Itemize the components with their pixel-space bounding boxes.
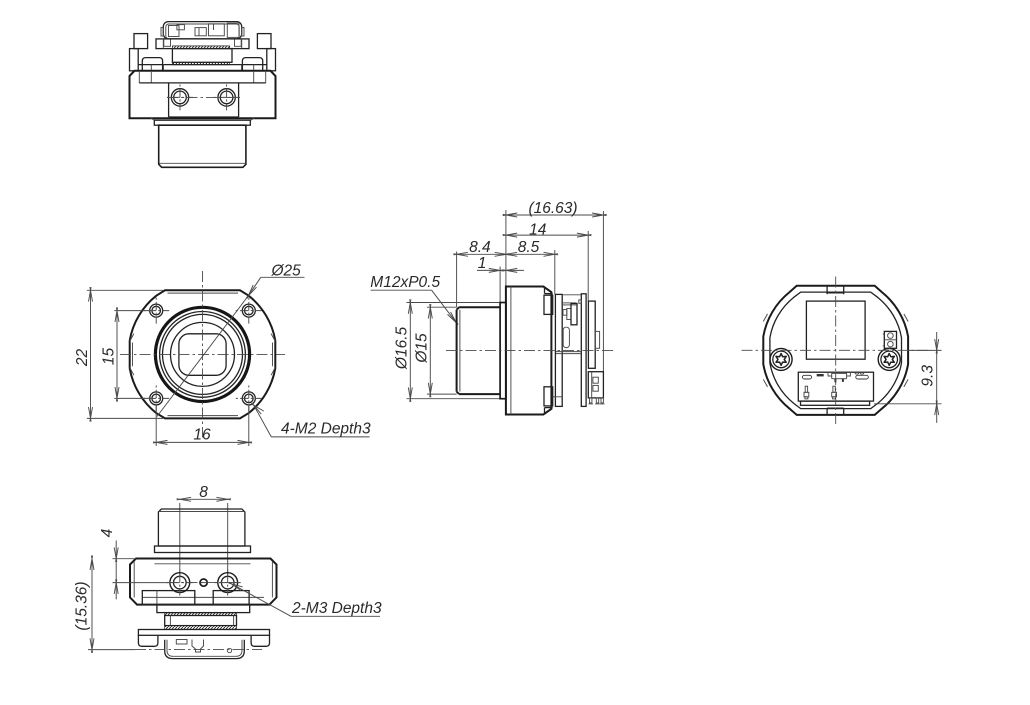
svg-text:22: 22 <box>74 349 91 368</box>
svg-text:15: 15 <box>100 348 117 366</box>
svg-text:9.3: 9.3 <box>919 365 936 387</box>
svg-text:14: 14 <box>529 222 547 239</box>
svg-text:8: 8 <box>199 484 208 501</box>
svg-text:8.5: 8.5 <box>518 239 540 256</box>
svg-text:4-M2 Depth3: 4-M2 Depth3 <box>281 421 371 438</box>
svg-text:8.4: 8.4 <box>469 239 491 256</box>
svg-text:2-M3 Depth3: 2-M3 Depth3 <box>291 600 382 617</box>
svg-text:16: 16 <box>193 427 211 444</box>
svg-text:(16.63): (16.63) <box>528 200 577 217</box>
svg-text:Ø25: Ø25 <box>271 263 302 280</box>
svg-text:1: 1 <box>478 255 487 272</box>
svg-text:M12xP0.5: M12xP0.5 <box>370 274 440 291</box>
svg-text:4: 4 <box>99 528 116 537</box>
svg-text:(15.36): (15.36) <box>73 581 90 630</box>
svg-text:Ø16.5: Ø16.5 <box>393 327 410 371</box>
svg-text:Ø15: Ø15 <box>413 333 430 364</box>
